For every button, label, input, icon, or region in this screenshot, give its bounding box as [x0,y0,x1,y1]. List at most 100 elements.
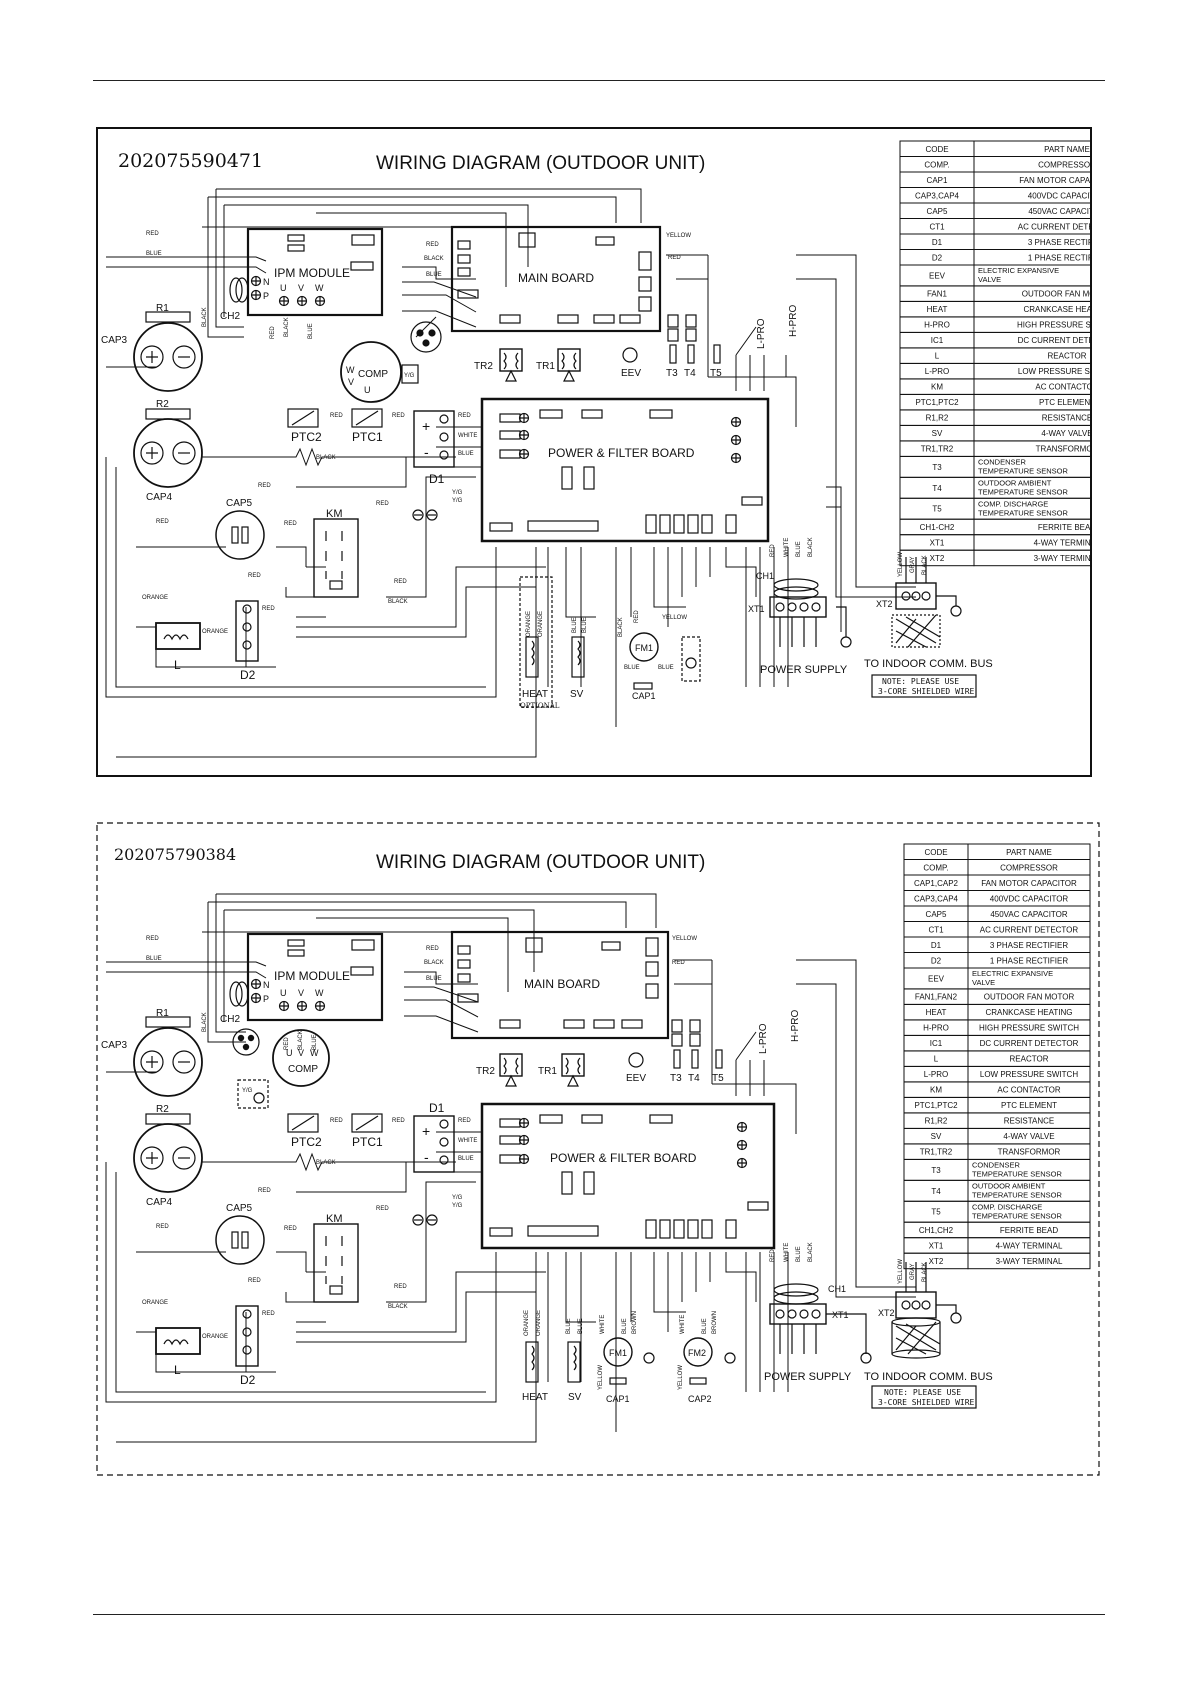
svg-text:Y/G: Y/G [404,373,415,379]
svg-text:RED: RED [770,1249,776,1262]
terminal-cn32 [518,1153,530,1165]
legend-part-name: TRANSFORMOR [1036,445,1092,454]
svg-text:P: P [263,291,269,301]
svg-text:BLUE: BLUE [426,272,442,278]
ground-icon [412,1214,438,1226]
svg-text:BLUE: BLUE [572,617,578,633]
svg-text:YELLOW: YELLOW [598,1365,604,1390]
svg-text:RED: RED [284,1037,290,1050]
compressor: COMP WVU Y/G [340,321,442,403]
capacitor-cap3: CAP3 R1 [101,303,203,392]
main-board: MAIN BOARD [450,930,670,1040]
svg-text:BLACK: BLACK [388,1304,408,1310]
svg-text:RED: RED [248,1278,261,1284]
legend-code: CAP1,CAP2 [914,879,959,888]
power-supply-label: POWER SUPPLY [764,1371,852,1383]
legend-part-name: DC CURRENT DETECTOR [1018,336,1092,345]
transformer-tr1: TR1 [536,348,581,382]
sensor-t4: T4 [688,1049,700,1084]
svg-text:T3: T3 [666,368,678,379]
ferrite-ch1: CH1 [773,1283,846,1305]
terminal-u [278,1000,290,1012]
capacitor-cap4: CAP4 R2 [133,1104,203,1208]
terminal-p [250,992,262,1004]
legend-code: R1,R2 [925,1117,948,1126]
legend-code: CAP3,CAP4 [915,191,960,200]
legend-code: SV [931,1132,942,1141]
svg-text:ORANGE: ORANGE [524,1310,530,1336]
legend-part-name: COMPRESSOR [1000,863,1058,872]
ipm-module-label: IPM MODULE [274,266,350,280]
svg-text:CAP4: CAP4 [146,1197,173,1208]
fan-motor-fm2: FM2 CAP2 [683,1337,736,1404]
wiring-diagram-2: 202075790384 WIRING DIAGRAM (OUTDOOR UNI… [96,822,1100,1476]
legend-part-name: DC CURRENT DETECTOR [980,1039,1079,1048]
legend-part-name: AC CURRENT DETECTOR [980,925,1079,934]
legend-code: T3 [931,1166,941,1175]
sensor-t5: T5 [710,344,722,379]
svg-text:YELLOW: YELLOW [662,615,687,621]
resistor-r2 [145,1113,191,1125]
four-way-valve: SV [570,636,585,700]
svg-text:PTC2: PTC2 [291,430,322,444]
svg-text:T3: T3 [670,1073,682,1084]
svg-text:TR2: TR2 [474,361,493,372]
rectifier-d2: D2 [235,1305,259,1387]
svg-text:RED: RED [258,1188,271,1194]
terminal-cn37 [730,434,742,446]
fan-motor-fm1: FM1 CAP1 [603,1337,655,1404]
ferrite-ch1: CH1 [756,571,819,600]
legend-code: H-PRO [923,1024,949,1033]
legend-code: T4 [932,484,942,493]
legend-part-name: 400VDC CAPACITOR [990,894,1069,903]
svg-text:3-CORE SHIELDED WIRE: 3-CORE SHIELDED WIRE [878,1398,975,1407]
legend-code: L [934,1055,939,1064]
svg-text:XT1: XT1 [832,1310,849,1320]
svg-text:YELLOW: YELLOW [898,552,904,577]
legend-part-name: 1 PHASE RECTIFIER [990,956,1068,965]
svg-text:EEV: EEV [621,368,641,379]
legend-code: CAP3,CAP4 [914,894,959,903]
legend-part-name: 3 PHASE RECTIFIER [1028,238,1092,247]
svg-text:HEAT: HEAT [522,1392,548,1403]
transformer-tr1: TR1 [538,1053,585,1087]
legend-code: D1 [932,238,943,247]
sensor-t3: T3 [670,1049,682,1084]
svg-text:L-PRO: L-PRO [756,318,767,349]
legend-part-name: AC CURRENT DETECTOR [1018,222,1092,231]
svg-text:BLACK: BLACK [808,537,814,557]
terminal-v [296,295,308,307]
terminal-u [278,295,290,307]
legend-part-name: AC CONTACTOR [1035,383,1092,392]
diagram-title: WIRING DIAGRAM (OUTDOOR UNIT) [376,153,705,174]
svg-text:RED: RED [156,519,169,525]
legend-code: HEAT [926,1008,947,1017]
legend-part-name: OUTDOOR FAN MOTOR [1022,290,1092,299]
svg-text:XT2: XT2 [878,1308,895,1318]
wiring-network [105,893,916,1443]
power-filter-board: POWER & FILTER BOARD [480,1102,776,1250]
svg-text:BLUE: BLUE [146,251,162,257]
legend-part-name: REACTOR [1048,352,1087,361]
transformer-tr2: TR2 [476,1053,523,1087]
svg-text:ORANGE: ORANGE [202,629,228,635]
svg-text:POWER & FILTER BOARD: POWER & FILTER BOARD [550,1151,697,1165]
svg-text:CAP4: CAP4 [146,492,173,503]
wiring-diagram-1: 202075590471 WIRING DIAGRAM (OUTDOOR UNI… [96,127,1092,777]
legend-code: XT2 [930,554,945,563]
svg-text:V: V [348,377,354,387]
svg-text:WHITE: WHITE [784,538,790,557]
svg-text:GRAY: GRAY [910,556,916,573]
legend-code: EEV [928,974,945,983]
svg-text:NOTE: PLEASE USE: NOTE: PLEASE USE [882,677,959,686]
svg-text:BLACK: BLACK [316,455,336,461]
svg-text:+: + [422,1123,430,1139]
four-way-valve: SV [567,1341,582,1403]
svg-text:RED: RED [392,413,405,419]
terminal-cn38 [736,1121,748,1133]
svg-text:HEAT: HEAT [522,689,548,700]
svg-text:CAP1: CAP1 [606,1394,630,1404]
legend-part-name: CRANKCASE HEATING [1024,305,1092,314]
